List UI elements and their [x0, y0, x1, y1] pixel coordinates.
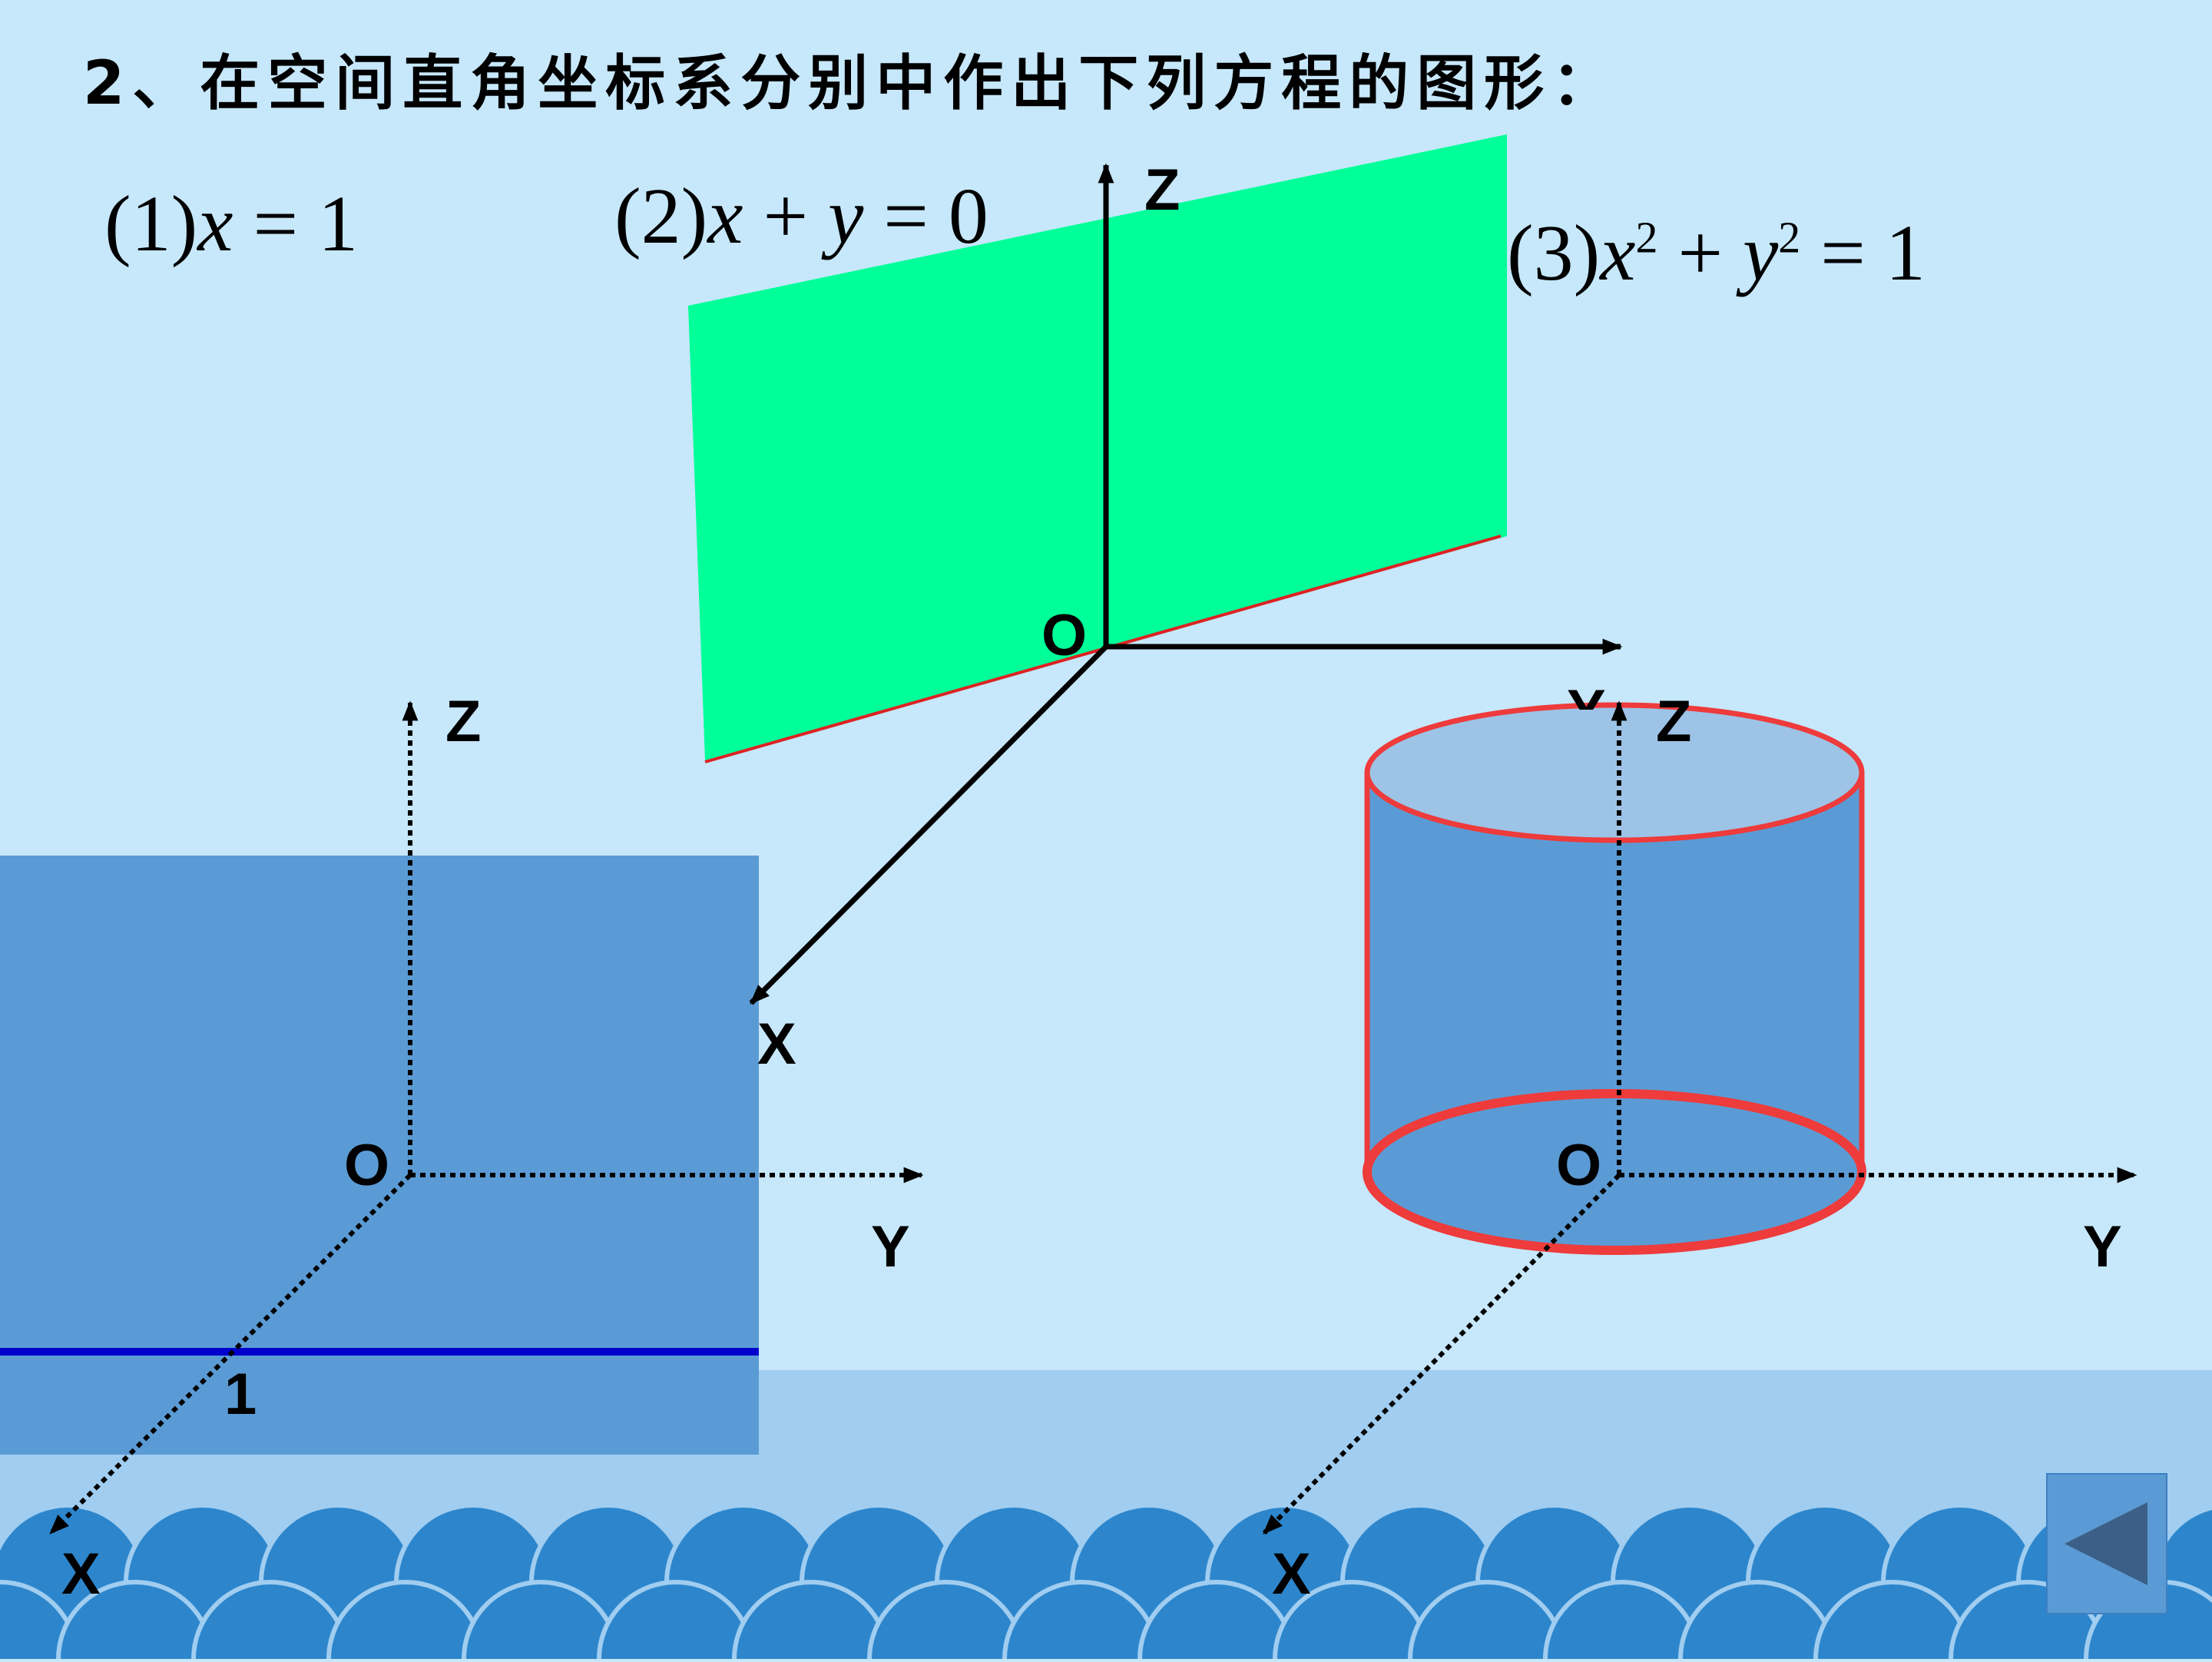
figure-cylinder [1262, 700, 2137, 1535]
wave-scallop [867, 1580, 1025, 1659]
eq2-plus: + [743, 172, 829, 260]
eq2-x: x [707, 172, 743, 260]
fig2-z-label: Z [1144, 157, 1181, 223]
fig3-origin-label: O [1556, 1133, 1602, 1198]
figure-plane-x-equals-1 [0, 700, 924, 1535]
wave-scallop [1813, 1580, 1972, 1659]
wave-scallop [1273, 1580, 1431, 1659]
cylinder-top [1364, 702, 1865, 843]
fig2-x-label: X [757, 1011, 796, 1077]
fig3-y-label: Y [2083, 1214, 2122, 1280]
eq3-exp2: 2 [1778, 212, 1801, 263]
wave-scallop [326, 1580, 485, 1659]
wave-scallop [191, 1580, 349, 1659]
eq3-y: y [1743, 209, 1779, 297]
fig3-x-label: X [1272, 1541, 1311, 1607]
eq1-number: (1) [104, 180, 198, 268]
equation-2-clip: (2)x + y = 0 [614, 171, 1060, 270]
back-button[interactable] [2046, 1473, 2167, 1614]
fig2-y-label-clip: Y [1559, 682, 1651, 710]
eq3-number: (3) [1507, 209, 1601, 297]
wave-scallop [1678, 1580, 1836, 1659]
wave-scallop [56, 1580, 214, 1659]
equation-2: (2)x + y = 0 [614, 177, 988, 257]
wave-scallop [1408, 1580, 1566, 1659]
wave-scallop [1137, 1580, 1296, 1659]
eq3-plus: + [1657, 209, 1743, 297]
wave-scallop [0, 1580, 79, 1659]
fig2-x-axis [749, 644, 1108, 1005]
plane-xy0 [688, 134, 1507, 760]
fig1-y-label: Y [871, 1214, 910, 1280]
fig3-x-axis [1262, 1173, 1621, 1535]
wave-scallop [462, 1580, 620, 1659]
eq1-x: x [197, 180, 233, 268]
fig1-origin-label: O [344, 1133, 390, 1198]
wave-scallop [597, 1580, 755, 1659]
cylinder-bottom [1363, 1089, 1866, 1255]
wave-scallop [1002, 1580, 1161, 1659]
fig3-z-label: Z [1656, 689, 1692, 754]
eq1-rhs: = 1 [233, 180, 359, 268]
figure-plane-x-plus-y-equals-0 [688, 134, 1623, 1005]
fig1-x-axis [48, 1173, 412, 1535]
wave-scallop [1543, 1580, 1701, 1659]
equation-1: (1)x = 1 [104, 184, 358, 264]
fig2-origin-label: O [1041, 603, 1088, 668]
fig2-y-label: Y [1567, 682, 1606, 710]
eq2-number: (2) [614, 172, 708, 260]
triangle-left-icon [2065, 1502, 2147, 1585]
fig1-z-label: Z [445, 689, 482, 754]
wave-decoration [0, 1505, 2212, 1659]
eq3-exp1: 2 [1635, 212, 1658, 263]
fig1-unit-label: 1 [224, 1362, 257, 1427]
wave-scallop [732, 1580, 890, 1659]
fig1-x-label: X [61, 1541, 101, 1607]
slide-title: 2、在空间直角坐标系分别中作出下列方程的图形： [83, 49, 1620, 118]
equation-3: (3)x2 + y2 = 1 [1507, 214, 1926, 293]
eq3-rhs: = 1 [1800, 209, 1926, 297]
cylinder-body [1367, 773, 1862, 1250]
eq2-y: y [828, 172, 864, 260]
eq2-rhs: = 0 [863, 172, 988, 260]
eq3-x: x [1600, 209, 1636, 297]
